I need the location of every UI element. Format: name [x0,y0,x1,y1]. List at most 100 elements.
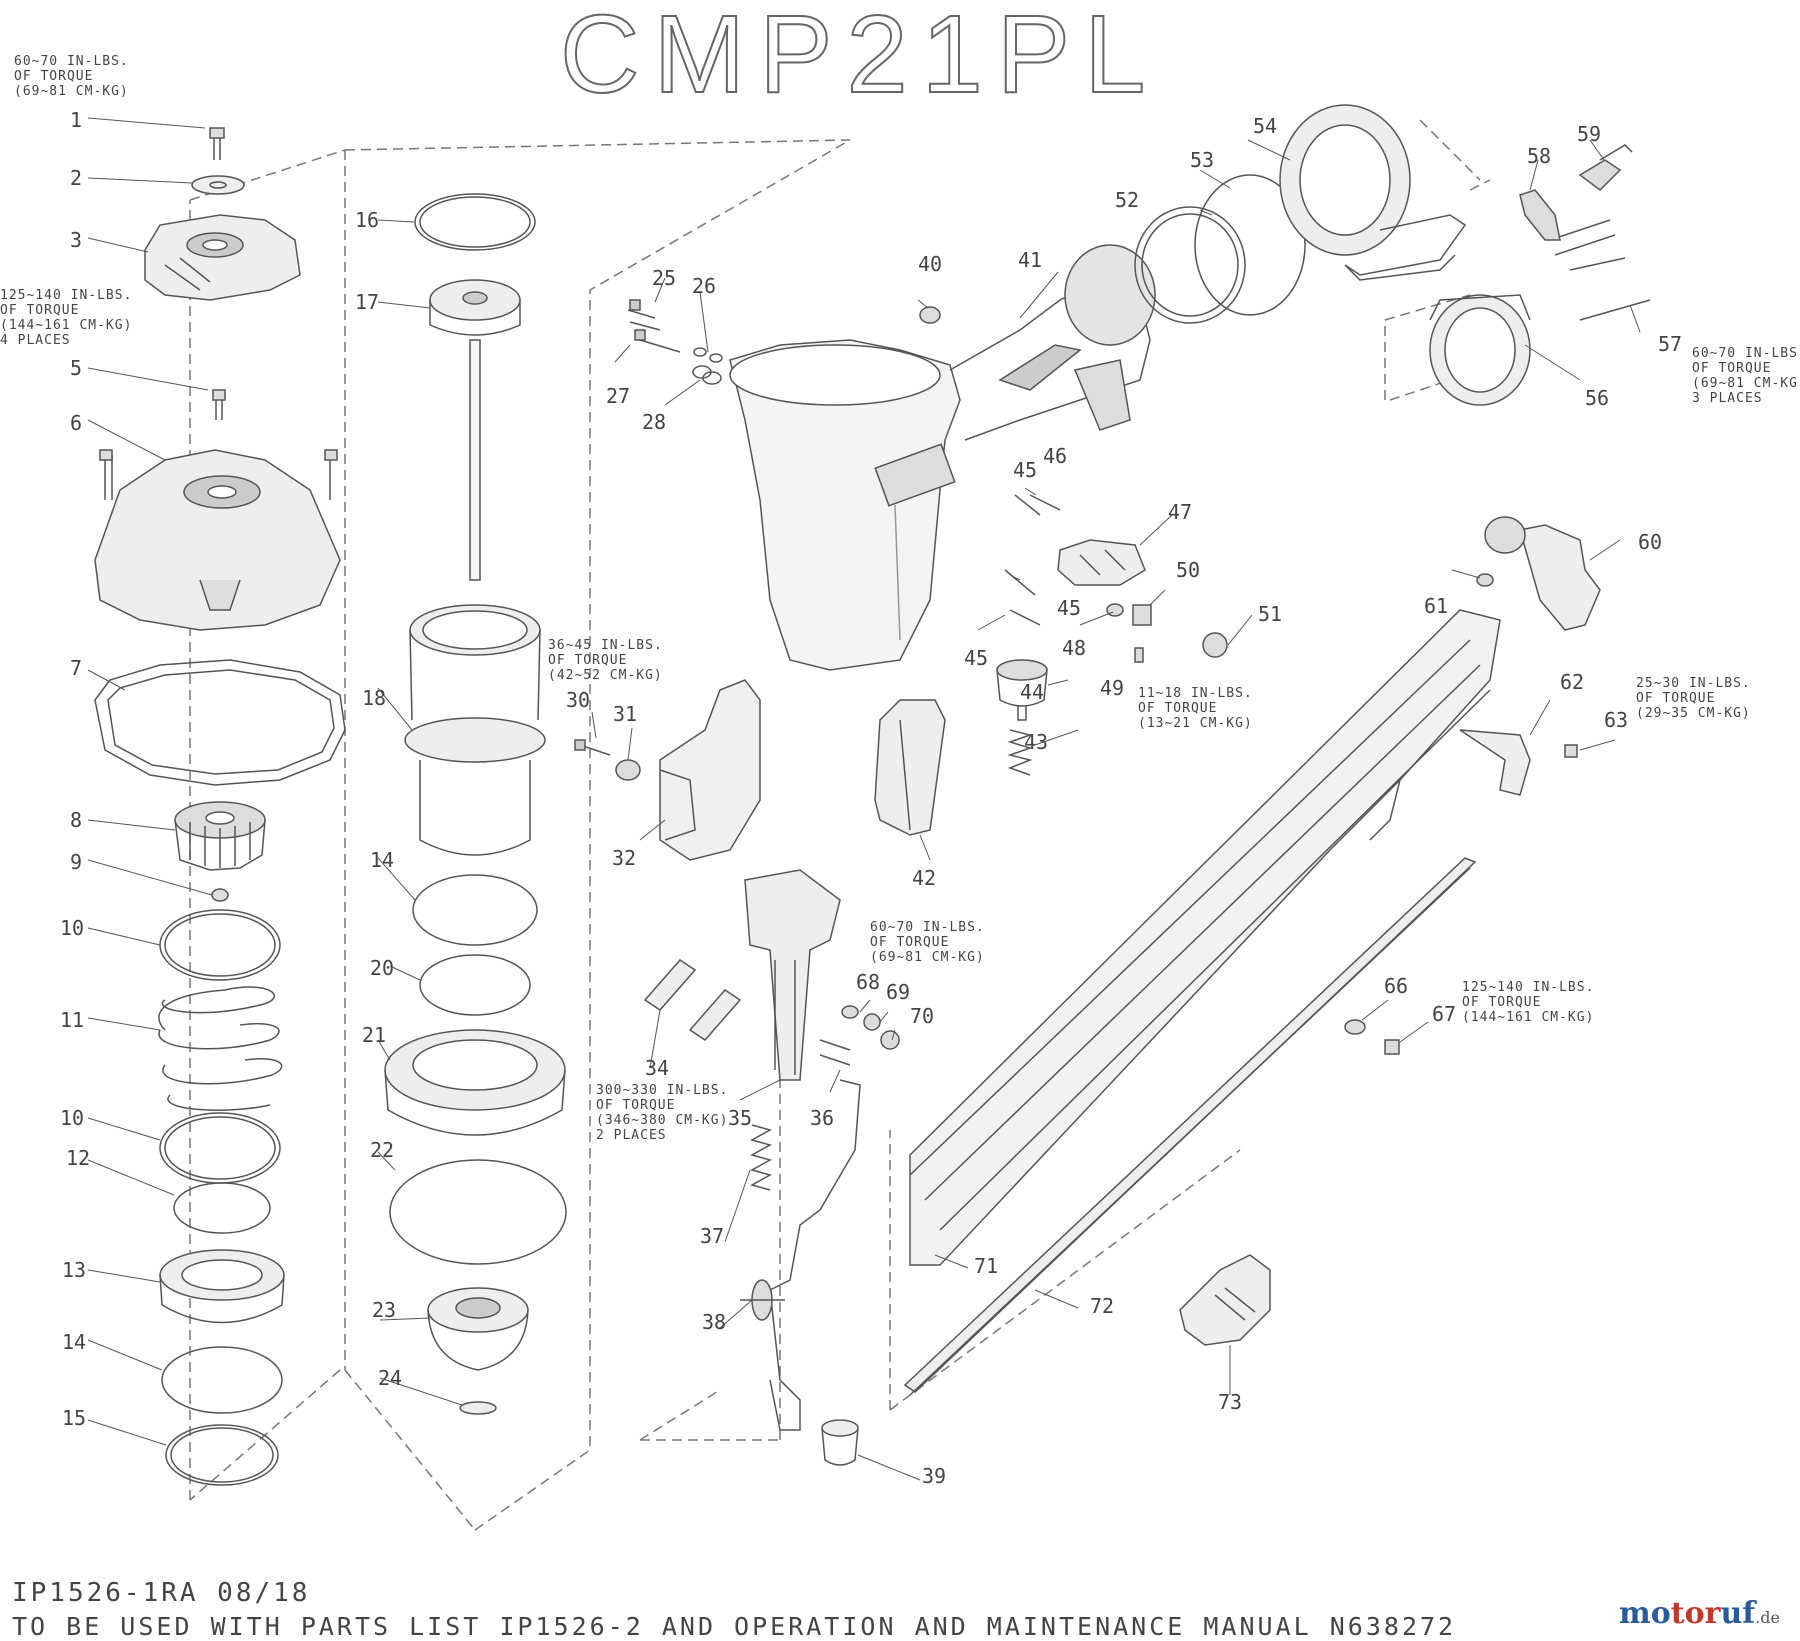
part-label: 23 [372,1298,397,1322]
watermark-part1: mo [1619,1596,1671,1631]
part-label: 2 [70,166,83,190]
torque-note: 60~70 IN-LBS. OF TORQUE (69~81 CM-KG) [14,54,129,99]
part-63-screw [1564,744,1578,758]
part-label: 10 [60,916,85,940]
usage-note: TO BE USED WITH PARTS LIST IP1526-2 AND … [12,1612,1457,1641]
part-52-gasket [1134,206,1246,324]
part-label: 59 [1577,122,1602,146]
part-label: 49 [1100,676,1125,700]
part-label: 17 [355,290,380,314]
part-label: 22 [370,1138,395,1162]
part-54-hook [1279,104,1467,281]
watermark-part3: uf [1720,1596,1756,1631]
part-40-nut [919,306,941,324]
torque-note: 11~18 IN-LBS. OF TORQUE (13~21 CM-KG) [1138,686,1253,731]
part-label: 56 [1585,386,1610,410]
part-label: 45 [1013,458,1038,482]
part-label: 10 [60,1106,85,1130]
part-16-o-ring [414,193,536,251]
part-71-magazine [909,609,1501,1266]
part-label: 7 [70,656,83,680]
part-15-ring [165,1424,279,1486]
part-label: 39 [922,1464,947,1488]
part-label: 67 [1432,1002,1457,1026]
part-22-ring [389,1159,567,1265]
part-label: 52 [1115,188,1140,212]
part-label: 47 [1168,500,1193,524]
part-label: 60 [1638,530,1663,554]
part-label: 13 [62,1258,87,1282]
part-label: 71 [974,1254,999,1278]
part-1-screw [209,127,225,160]
part-label: 31 [613,702,638,726]
part-label: 14 [370,848,395,872]
part-3-top-cap [144,214,301,301]
part-label: 58 [1527,144,1552,168]
torque-note: 300~330 IN-LBS. OF TORQUE (346~380 CM-KG… [596,1083,729,1143]
part-39-cap [821,1419,859,1466]
part-label: 62 [1560,670,1585,694]
part-label: 27 [606,384,631,408]
part-label: 46 [1043,444,1068,468]
diagram-title: CMP21PL [559,0,1160,116]
part-38-trigger-linkage [740,1079,861,1431]
part-9-nut [211,888,229,902]
part-label: 36 [810,1106,835,1130]
part-label: 30 [566,688,591,712]
part-12-ring [173,1182,271,1234]
part-59-fitting [1578,144,1633,191]
part-label: 51 [1258,602,1283,626]
part-73-pusher [1179,1254,1271,1346]
part-label: 69 [886,980,911,1004]
part-label: 35 [728,1106,753,1130]
part-label: 37 [700,1224,725,1248]
document-code: IP1526-1RA 08/18 [12,1578,311,1608]
torque-note: 125~140 IN-LBS. OF TORQUE (144~161 CM-KG… [1462,980,1595,1025]
part-2-washer [191,175,245,195]
assembly-frame-cylinder [344,139,851,1531]
torque-note: 36~45 IN-LBS. OF TORQUE (42~52 CM-KG) [548,638,663,683]
part-51-nut [1202,632,1228,658]
part-label: 32 [612,846,637,870]
part-49-spring [1134,647,1144,663]
part-label: 20 [370,956,395,980]
part-label: 12 [66,1146,91,1170]
part-label: 70 [910,1004,935,1028]
part-label: 24 [378,1366,403,1390]
part-label: 11 [60,1008,85,1032]
part-label: 42 [912,866,937,890]
part-42-plate [874,699,946,836]
part-label: 66 [1384,974,1409,998]
part-47-trigger [1057,539,1146,586]
part-48-pin [1106,603,1124,617]
part-label: 18 [362,686,387,710]
part-35-driver-guide [744,869,841,1081]
part-label: 44 [1020,680,1045,704]
part-58-plate [1519,189,1561,241]
part-label: 26 [692,274,717,298]
part-21-bumper [384,1029,566,1136]
part-8-fan [174,801,266,871]
part-label: 38 [702,1310,727,1334]
part-label: 6 [70,411,83,435]
part-label: 48 [1062,636,1087,660]
part-label: 21 [362,1023,387,1047]
torque-note: 25~30 IN-LBS. OF TORQUE (29~35 CM-KG) [1636,676,1751,721]
torque-note: 125~140 IN-LBS. OF TORQUE (144~161 CM-KG… [0,288,133,348]
part-label: 63 [1604,708,1629,732]
part-label: 28 [642,410,667,434]
part-label: 3 [70,228,83,252]
part-10-ring-lower [159,1112,281,1184]
part-label: 25 [652,266,677,290]
part-label: 53 [1190,148,1215,172]
part-43-spring [1007,729,1033,776]
torque-note: 60~70 IN-LBS. OF TORQUE (69~81 CM-KG) [870,920,985,965]
part-label: 16 [355,208,380,232]
part-10-ring-upper [159,909,281,981]
part-60-bracket [1484,516,1601,631]
part-label: 68 [856,970,881,994]
part-57-bolts [1549,219,1651,321]
part-20-ring [419,954,531,1016]
part-32-latch [659,679,761,861]
watermark-logo: motoruf.de [1619,1596,1780,1631]
